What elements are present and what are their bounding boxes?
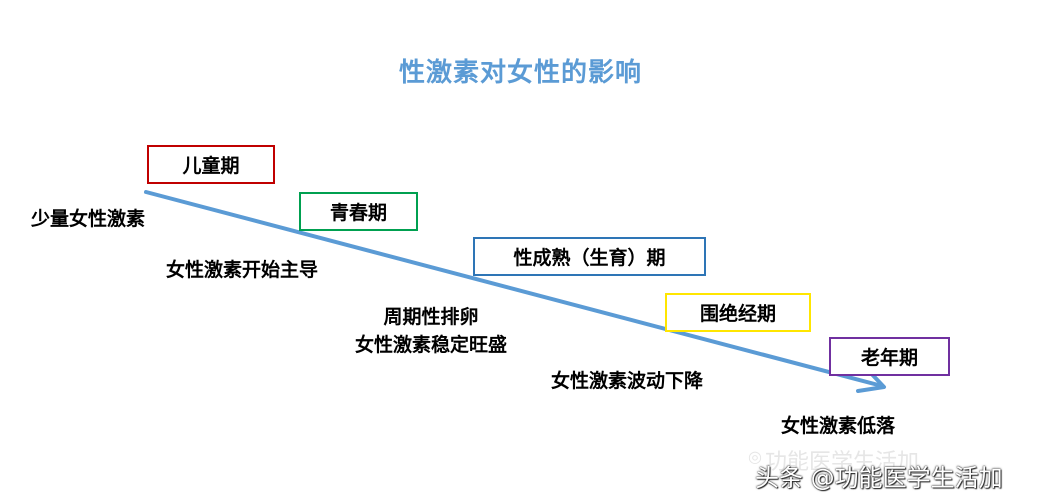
desc-puberty: 女性激素开始主导 bbox=[166, 256, 318, 284]
stage-label: 老年期 bbox=[860, 347, 918, 369]
desc-menopause: 女性激素波动下降 bbox=[551, 367, 703, 395]
stage-label: 性成熟（生育）期 bbox=[513, 247, 666, 269]
desc-childhood: 少量女性激素 bbox=[31, 205, 145, 233]
stage-elderly: 老年期 bbox=[829, 337, 950, 376]
stage-puberty: 青春期 bbox=[299, 192, 418, 231]
stage-maturity: 性成熟（生育）期 bbox=[473, 237, 706, 276]
desc-line: 周期性排卵 bbox=[383, 306, 479, 328]
desc-line: 女性激素开始主导 bbox=[166, 259, 319, 281]
stage-label: 儿童期 bbox=[182, 155, 240, 177]
diagram-title: 性激素对女性的影响 bbox=[398, 58, 642, 88]
desc-line: 女性激素低落 bbox=[781, 415, 896, 437]
desc-line: 女性激素稳定旺盛 bbox=[355, 334, 508, 356]
desc-line: 少量女性激素 bbox=[31, 208, 146, 230]
wechat-icon: ◎ bbox=[748, 447, 762, 466]
watermark-faint: 功能医学生活加 bbox=[765, 450, 920, 475]
desc-elderly: 女性激素低落 bbox=[781, 412, 895, 440]
stage-menopause: 围绝经期 bbox=[665, 293, 811, 332]
desc-maturity: 周期性排卵 女性激素稳定旺盛 bbox=[355, 303, 507, 359]
stage-label: 青春期 bbox=[329, 202, 387, 224]
watermark-main: 头条 @功能医学生活加 bbox=[755, 464, 1003, 492]
stage-childhood: 儿童期 bbox=[147, 145, 275, 184]
desc-line: 女性激素波动下降 bbox=[551, 370, 704, 392]
stage-label: 围绝经期 bbox=[699, 303, 776, 325]
